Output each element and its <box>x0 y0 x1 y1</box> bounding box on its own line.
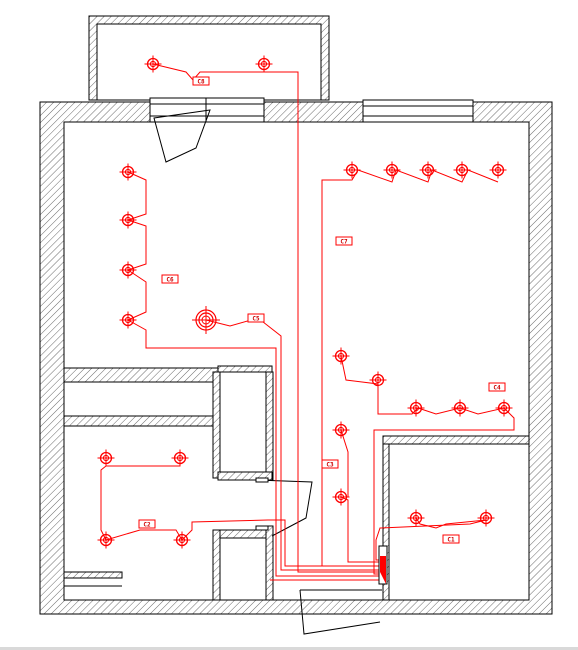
wire-c6 <box>126 171 382 577</box>
ceiling-light-icon <box>118 210 138 230</box>
window-right <box>362 99 474 123</box>
inner-wall-left-upper <box>63 367 221 383</box>
panel-feed <box>380 556 386 584</box>
chandelier-icon <box>192 306 220 334</box>
label-c5: С5 <box>247 313 265 323</box>
bottom-rule <box>0 647 578 650</box>
ceiling-light-icon <box>118 260 138 280</box>
ceiling-light-icon <box>331 346 351 366</box>
bath-door-swing <box>255 479 313 537</box>
label-c1-text: С1 <box>447 537 455 544</box>
wire-c5 <box>205 317 382 571</box>
ceiling-light-icon <box>96 530 116 550</box>
label-c5-text: С5 <box>252 316 260 323</box>
ceiling-light-icon <box>418 160 438 180</box>
ceiling-light-icon <box>450 398 470 418</box>
fixtures <box>96 54 514 550</box>
label-c3: С3 <box>321 459 339 469</box>
wire-c4 <box>340 355 515 575</box>
balcony-door-swing <box>153 109 211 163</box>
ceiling-light-icon <box>118 162 138 182</box>
label-c8-text: С8 <box>197 79 205 86</box>
openings <box>149 97 474 635</box>
wiring <box>100 63 515 581</box>
label-c4-text: С4 <box>493 385 501 392</box>
inner-wall-bath-bottom <box>217 471 273 481</box>
ceiling-light-icon <box>254 54 274 74</box>
inner-wall-right-vertical <box>382 443 390 601</box>
label-c4: С4 <box>488 382 506 392</box>
inner-wall-wc-top <box>217 529 271 539</box>
ceiling-light-icon <box>331 487 351 507</box>
inner-wall-bath-left <box>212 371 221 479</box>
inner-wall-right-room <box>382 435 530 445</box>
walls <box>39 15 553 615</box>
ceiling-light-icon <box>452 160 472 180</box>
ceiling-light-icon <box>476 508 496 528</box>
label-c3-text: С3 <box>326 462 334 469</box>
wire-c1 <box>375 517 487 561</box>
wire-c2 <box>105 458 181 467</box>
ceiling-light-icon <box>382 160 402 180</box>
ceiling-light-icon <box>488 160 508 180</box>
label-c2-text: С2 <box>143 522 151 529</box>
ceiling-light-icon <box>342 160 362 180</box>
label-c1: С1 <box>442 534 460 544</box>
ceiling-light-icon <box>143 54 163 74</box>
label-c6-text: С6 <box>166 277 174 284</box>
inner-wall-corner-left <box>63 571 123 579</box>
inner-wall-bath-right <box>265 371 274 481</box>
inner-wall-wc-left <box>212 529 221 601</box>
balcony-wall <box>88 15 330 101</box>
label-c7: С7 <box>335 236 353 246</box>
ceiling-light-icon <box>96 448 116 468</box>
ceiling-light-icon <box>331 420 351 440</box>
label-c8: С8 <box>192 76 210 86</box>
inner-wall-left-lower <box>63 415 221 427</box>
entry-door <box>299 589 382 635</box>
label-c6: С6 <box>161 274 179 284</box>
inner-wall-bath-top <box>217 365 273 373</box>
label-c7-text: С7 <box>340 239 348 246</box>
inner-wall-wc-right <box>265 525 274 601</box>
ceiling-light-icon <box>406 508 426 528</box>
circuit-labels: С8 С7 С6 С5 С4 С3 С2 С1 <box>138 76 506 544</box>
ceiling-light-icon <box>368 370 388 390</box>
ceiling-light-icon <box>170 448 190 468</box>
label-c2: С2 <box>138 519 156 529</box>
ceiling-light-icon <box>118 310 138 330</box>
